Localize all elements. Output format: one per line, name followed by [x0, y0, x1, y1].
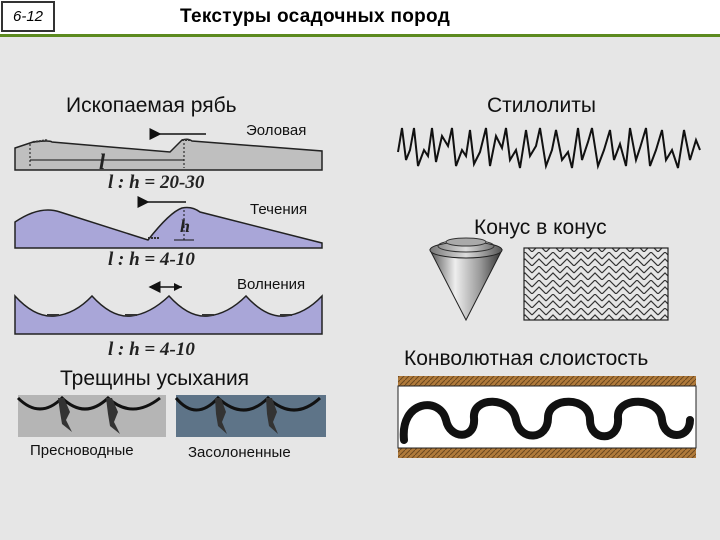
- wave-ratio: l : h = 4-10: [108, 339, 195, 360]
- aeolian-ratio: l : h = 20-30: [108, 172, 205, 193]
- current-ratio: l : h = 4-10: [108, 249, 195, 270]
- slide-number: 6-12: [1, 1, 55, 32]
- wave-ripple-diagram: [14, 281, 323, 335]
- convolute-bedding-diagram: [397, 376, 697, 458]
- accent-bar: [0, 34, 720, 37]
- herringbone-pattern: [523, 247, 669, 321]
- freshwater-cracks-diagram: [16, 395, 166, 437]
- cracks-heading: Трещины усыхания: [60, 367, 249, 390]
- convolute-heading: Конволютная слоистость: [404, 347, 648, 370]
- ripples-heading: Ископаемая рябь: [66, 94, 237, 117]
- aeolian-ripple-diagram: [14, 128, 323, 171]
- l-symbol: l: [99, 149, 106, 174]
- saline-label: Засолоненные: [188, 444, 291, 461]
- aeolian-label: Эоловая: [246, 122, 306, 139]
- stylolites-heading: Стилолиты: [487, 94, 596, 117]
- header-bar: 6-12 Текстуры осадочных пород: [0, 0, 720, 37]
- cone-in-cone-diagram: [429, 237, 503, 322]
- wave-label: Волнения: [237, 276, 305, 293]
- h-symbol: h: [180, 216, 190, 236]
- saline-cracks-diagram: [174, 395, 326, 437]
- cone-heading: Конус в конус: [474, 216, 607, 239]
- stylolite-line: [397, 127, 701, 170]
- slide-title: Текстуры осадочных пород: [180, 6, 451, 27]
- current-ripple-diagram: [14, 196, 323, 249]
- freshwater-label: Пресноводные: [30, 442, 134, 459]
- current-label: Течения: [250, 201, 307, 218]
